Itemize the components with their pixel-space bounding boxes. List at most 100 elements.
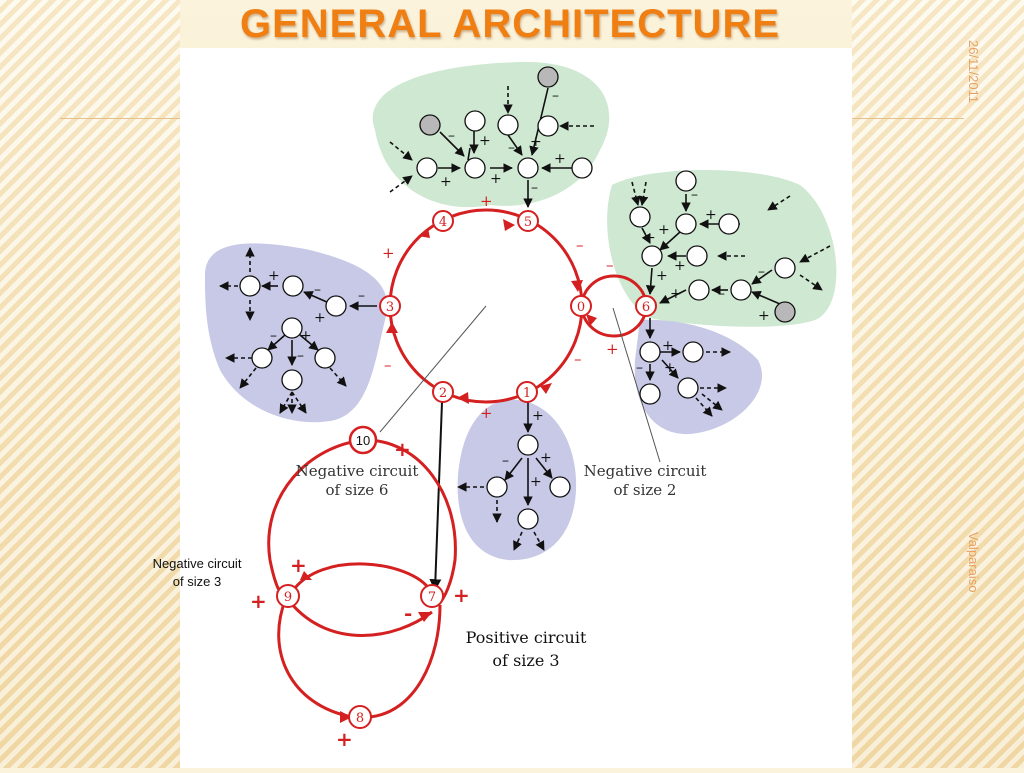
blue-region-right <box>634 319 762 435</box>
network-edge-dashed <box>389 175 413 193</box>
input-node <box>419 114 441 136</box>
sign-minus: – <box>552 88 559 104</box>
sign-minus: – <box>358 288 365 304</box>
label-negative-circuit-2-line1: Negative circuit <box>584 462 707 480</box>
network-edge-dashed <box>767 195 791 211</box>
network-edge <box>659 289 687 304</box>
circuit-signs: + – – + – + – + <box>382 192 619 422</box>
sign-minus: – <box>758 264 765 280</box>
node-label-10: 10 <box>356 433 370 448</box>
network-edge-dashed <box>513 531 523 551</box>
circuit-10-7 <box>364 438 457 607</box>
diagram-panel: + – + + – + – + – + – – + + – – + – + + … <box>180 48 852 768</box>
sign-plus: + <box>480 192 493 210</box>
gene-node <box>517 157 539 179</box>
gene-node <box>718 213 740 235</box>
label-negative-circuit-6-line2: of size 6 <box>326 481 389 499</box>
circuit-node-9 <box>276 584 300 608</box>
gene-node <box>314 347 336 369</box>
gene-node <box>239 275 261 297</box>
sign-plus: + <box>440 174 452 190</box>
sign-plus: + <box>490 171 502 187</box>
network-edge <box>751 290 781 305</box>
network-edge <box>659 231 681 251</box>
circuit-node-1 <box>516 381 538 403</box>
node-label-2: 2 <box>439 386 447 401</box>
ring-arrow <box>418 228 430 238</box>
ring-arrow <box>418 612 432 622</box>
sign-plus: + <box>606 340 619 358</box>
label-negative-circuit-2-line2: of size 2 <box>614 481 677 499</box>
sign-plus: + <box>554 151 566 167</box>
network-edge-dashed <box>799 274 823 291</box>
gene-node <box>281 317 303 339</box>
network-edge <box>467 147 471 161</box>
sign-plus: + <box>479 133 491 149</box>
circuit-node-5 <box>517 210 539 232</box>
network-edge-dashed <box>533 531 545 551</box>
node-label-7: 7 <box>428 590 436 605</box>
node-label-8: 8 <box>356 711 364 726</box>
node-label-0: 0 <box>577 300 585 315</box>
slide-title: GENERAL ARCHITECTURE <box>239 2 781 46</box>
circuit-node-7 <box>420 584 444 608</box>
ring-arrow <box>571 280 583 292</box>
network-edge <box>507 134 523 156</box>
gene-node <box>641 245 663 267</box>
network-edge <box>641 227 651 244</box>
right-rule <box>852 118 964 119</box>
green-region-right <box>607 170 837 327</box>
gene-node <box>688 279 710 301</box>
sign-plus: + <box>530 474 542 490</box>
label-negative-circuit-3: Negative circuit of size 3 <box>132 555 262 591</box>
gene-node <box>686 245 708 267</box>
network-edge <box>299 334 319 351</box>
network-edge-dashed <box>701 393 723 411</box>
gene-node <box>774 257 796 279</box>
sign-minus: – <box>314 282 321 298</box>
gene-node <box>251 347 273 369</box>
gene-node <box>486 476 508 498</box>
network-edge <box>535 457 553 479</box>
circuit-node-2 <box>432 381 454 403</box>
sign-minus: – <box>297 348 304 364</box>
sign-plus: + <box>656 268 668 284</box>
gene-node <box>682 341 704 363</box>
sign-minus: – <box>636 360 643 376</box>
blue-region-bottom <box>457 399 577 561</box>
gene-node <box>517 434 539 456</box>
sign-plus: + <box>336 727 353 751</box>
gene-node <box>549 476 571 498</box>
label-positive-circuit-3-line2: of size 3 <box>492 651 559 670</box>
sign-plus: + <box>300 328 312 344</box>
sign-plus: + <box>664 360 676 376</box>
gene-node <box>675 213 697 235</box>
sign-plus: + <box>480 404 493 422</box>
sign-plus: + <box>314 310 326 326</box>
gene-node <box>730 279 752 301</box>
circuit-node-3 <box>379 295 401 317</box>
ring-arrow <box>386 322 398 333</box>
gene-node <box>464 110 486 132</box>
node-label-3: 3 <box>386 300 394 315</box>
ring-arrow <box>340 711 352 723</box>
sign-plus: + <box>758 308 770 324</box>
circuit-9-8 <box>277 597 353 719</box>
circuit-7-9 <box>290 562 432 593</box>
network-edge-dashed <box>631 181 641 206</box>
sign-plus: + <box>530 134 542 150</box>
sign-plus: + <box>532 408 544 424</box>
architecture-diagram: + – + + – + – + – + – – + + – – + – + + … <box>205 61 837 751</box>
gene-node <box>629 206 651 228</box>
sign-minus: – <box>508 140 515 156</box>
gene-node <box>497 114 519 136</box>
sign-minus: – <box>448 128 455 144</box>
circuit-node-0 <box>570 295 592 317</box>
label-negative-circuit-6-line1: Negative circuit <box>296 462 419 480</box>
ring-arrow <box>503 219 515 231</box>
sign-minus: – <box>718 286 725 302</box>
ring-arrow <box>457 392 469 404</box>
gene-node <box>571 157 593 179</box>
label-positive-circuit-3-line1: Positive circuit <box>466 628 587 647</box>
network-edge <box>751 269 773 285</box>
